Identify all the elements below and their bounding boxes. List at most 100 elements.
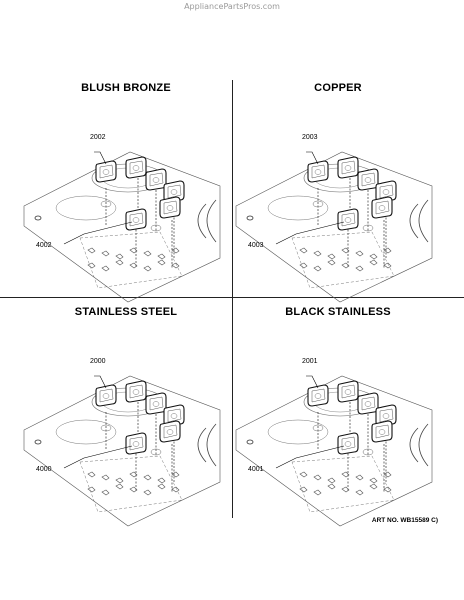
knob-spring-clip [171, 247, 180, 254]
knob-spring-clip [313, 250, 322, 257]
leader-line [275, 221, 345, 245]
burner-ring [267, 195, 329, 221]
knob-spring-clip [129, 486, 138, 493]
knob-spring-clip [143, 474, 152, 481]
knob-spring-clip [129, 471, 138, 478]
control-knob [125, 432, 147, 455]
indicator-light [246, 215, 254, 221]
knob-spring-clip [341, 262, 350, 269]
knob-spring-clip [369, 253, 378, 260]
control-knob [145, 168, 167, 191]
panel-title: STAINLESS STEEL [74, 306, 178, 318]
leader-line [306, 151, 319, 165]
knob-spring-clip [101, 265, 110, 272]
panel-title: BLUSH BRONZE [81, 82, 171, 94]
sub-part-number: 4003 [248, 242, 264, 249]
cooktop-glass-outline [23, 151, 221, 303]
control-knob [357, 392, 379, 415]
knob-spring-clip [171, 262, 180, 269]
knob-spring-clip [299, 247, 308, 254]
control-knob [337, 432, 359, 455]
burner-ring [267, 419, 329, 445]
knob-spring-clip [327, 483, 336, 490]
knob-spring-clip [327, 259, 336, 266]
control-knob [95, 160, 117, 183]
burner-edge [197, 427, 207, 463]
knob-spring-clip [115, 483, 124, 490]
control-knob [95, 384, 117, 407]
knob-part-number: 2001 [302, 358, 318, 365]
knob-spring-clip [327, 253, 336, 260]
knob-spring-clip [313, 265, 322, 272]
control-knob [159, 420, 181, 443]
indicator-light [34, 439, 42, 445]
burner-edge [418, 199, 429, 243]
control-knob [125, 156, 147, 179]
burner-edge [409, 203, 419, 239]
knob-spring-clip [369, 483, 378, 490]
panel-title: BLACK STAINLESS [285, 306, 391, 318]
knob-washer [312, 200, 324, 208]
knob-spring-clip [383, 247, 392, 254]
knob-washer [150, 448, 162, 456]
knob-spring-clip [383, 262, 392, 269]
panel-title: COPPER [314, 82, 362, 94]
control-knob [337, 156, 359, 179]
knob-spring-clip [115, 259, 124, 266]
knob-spring-clip [115, 253, 124, 260]
knob-spring-clip [101, 250, 110, 257]
knob-spring-clip [101, 474, 110, 481]
cooktop-glass-outline [23, 375, 221, 527]
cooktop-glass-outline [235, 375, 433, 527]
knob-spring-clip [313, 489, 322, 496]
knob-spring-clip [355, 250, 364, 257]
knob-spring-clip [327, 477, 336, 484]
control-knob [307, 384, 329, 407]
knob-spring-clip [171, 471, 180, 478]
control-knob [125, 380, 147, 403]
sub-part-number: 4001 [248, 466, 264, 473]
control-knob [145, 392, 167, 415]
knob-spring-clip [299, 471, 308, 478]
indicator-light [246, 439, 254, 445]
knob-spring-clip [355, 489, 364, 496]
knob-spring-clip [157, 483, 166, 490]
knob-spring-clip [383, 471, 392, 478]
knob-washer [312, 424, 324, 432]
knob-washer [362, 448, 374, 456]
knob-part-number: 2002 [90, 134, 106, 141]
burner-edge [197, 203, 207, 239]
burner-edge [206, 423, 217, 467]
control-knob [371, 420, 393, 443]
knob-spring-clip [129, 247, 138, 254]
leader-line [63, 221, 133, 245]
watermark-text: AppliancePartsPros.com [184, 2, 280, 11]
burner-ring [55, 195, 117, 221]
cooktop-exploded-view [23, 151, 221, 303]
knob-spring-clip [383, 486, 392, 493]
switch-bracket-outline [291, 455, 395, 513]
knob-spring-clip [313, 474, 322, 481]
knob-spring-clip [157, 259, 166, 266]
indicator-light [34, 215, 42, 221]
knob-spring-clip [157, 253, 166, 260]
knob-part-number: 2000 [90, 358, 106, 365]
art-number: ART NO. WB15589 C) [371, 517, 438, 524]
cooktop-glass-outline [235, 151, 433, 303]
knob-washer [100, 424, 112, 432]
knob-washer [362, 224, 374, 232]
knob-spring-clip [341, 247, 350, 254]
control-knob [357, 168, 379, 191]
knob-spring-clip [341, 471, 350, 478]
knob-spring-clip [143, 265, 152, 272]
knob-washer [100, 200, 112, 208]
control-knob [159, 196, 181, 219]
knob-spring-clip [87, 471, 96, 478]
leader-line [94, 375, 107, 389]
knob-spring-clip [115, 477, 124, 484]
control-knob [307, 160, 329, 183]
control-knob [337, 208, 359, 231]
knob-spring-clip [143, 489, 152, 496]
knob-spring-clip [369, 259, 378, 266]
